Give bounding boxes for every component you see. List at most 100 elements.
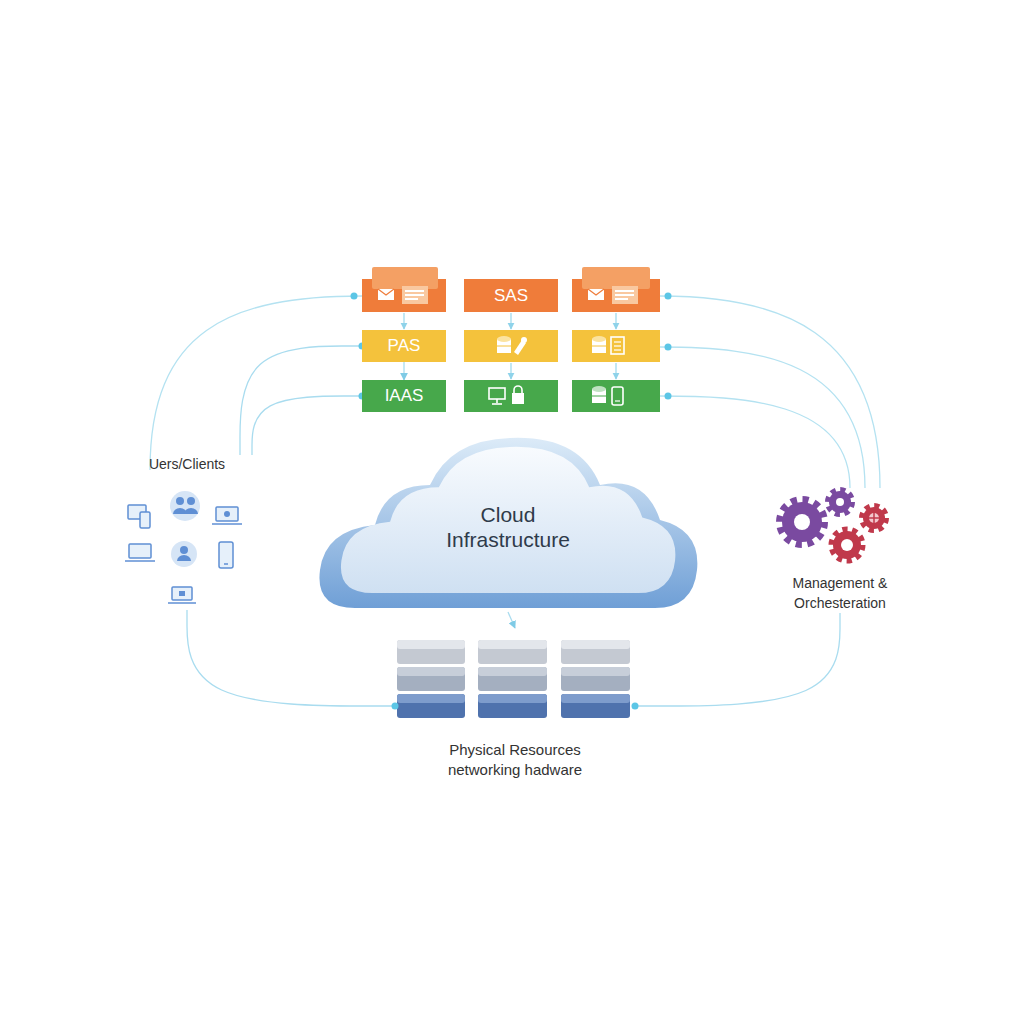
flow-arrow [403,313,404,329]
gear-icon [794,514,810,530]
device-icon [125,560,155,562]
service-icon-box [612,286,638,304]
gear-icon [833,531,861,559]
device-icon [179,591,185,596]
connector-dot [665,293,672,300]
flow-arrow [615,313,616,329]
server-icon [478,667,547,676]
service-icon-box [614,349,621,350]
device-icon [168,602,196,604]
flow-arrow [510,313,511,329]
server-icon [478,667,547,691]
server-icon [561,667,630,691]
server-icon [397,694,465,718]
connector-dot [392,703,399,710]
server-icon [561,694,630,703]
connector-dot [665,393,672,400]
server-icon [478,640,547,664]
service-icon-box [582,267,650,289]
service-icon-box [405,298,418,300]
connector [240,346,362,455]
service-icon-box [497,346,511,347]
service-icon-box [588,289,604,300]
device-icon [171,541,197,567]
connector-group [187,343,840,710]
service-icon-box [497,336,511,342]
service-icon-box [464,330,558,362]
service-icon-box [512,393,524,404]
resource-group: Physical Resources networking hadware [395,628,635,780]
connector-dot [351,293,358,300]
server-icon [397,667,465,691]
connector [252,396,362,455]
gear-icon [780,490,886,560]
service-icon-box [615,298,628,300]
device-icon [219,542,233,568]
server-icon [478,694,547,718]
server-icon [397,640,465,718]
cloud-shape [319,438,697,608]
service-icon-box [612,387,623,405]
device-icon [176,497,184,505]
device-icon [177,555,191,561]
device-icon [184,508,198,514]
node-label: IAAS [362,386,446,406]
device-icon [224,563,228,565]
service-icon-box [378,289,394,295]
server-icon [397,640,465,664]
connector-dot [665,344,672,351]
connector [187,610,395,706]
service-icon-box [592,386,606,392]
device-icon [180,546,188,554]
service-box: SAS [464,279,558,312]
service-icon-box [615,294,634,296]
node-label: SAS [464,286,558,306]
device-icon [216,507,238,521]
server-icon [397,694,465,703]
leader-line [660,347,865,488]
service-icon-box [362,267,660,412]
flow-arrow [615,363,616,379]
flow-arrow [510,363,511,379]
service-icon-box [588,289,604,295]
service-icon-box [614,345,621,346]
gear-icon [862,506,886,530]
service-icon-box [489,388,505,399]
node-label: Physical Resources networking hadware [440,740,590,780]
gear-icon [841,539,853,551]
gear-icon [866,517,882,519]
cloud-shape [341,447,675,593]
service-icon-box [378,289,394,300]
leader-line [150,296,362,470]
device-icon [129,544,151,558]
service-box: PAS [362,330,446,362]
gear-icon [836,498,844,506]
connector [508,612,515,628]
service-icon-box [615,290,634,292]
server-icon [397,667,465,676]
service-box: IAAS [362,380,446,412]
gear-icon [782,502,822,542]
service-icon-box [405,290,424,292]
service-icon-box [614,341,621,342]
cloud-node: Cloud Infrastructure [315,430,701,612]
server-icon [561,694,630,718]
server-icon [561,667,630,676]
gear-icon [829,491,851,513]
service-icon-box [611,337,624,354]
client-group: Uers/Clients [112,455,262,610]
service-icon-box [372,267,438,289]
server-icon [478,640,547,718]
node-label: PAS [362,336,446,356]
management-group: Management & Orchesteration [770,478,910,613]
device-icon [224,511,230,517]
gear-icon [828,490,852,514]
service-icon-box [592,396,606,397]
device-icon [140,512,150,528]
server-icon [561,640,630,664]
server-icon [561,640,630,649]
device-icon [170,491,200,521]
gear-icon [780,500,824,544]
node-label: Management & Orchesteration [770,573,910,613]
